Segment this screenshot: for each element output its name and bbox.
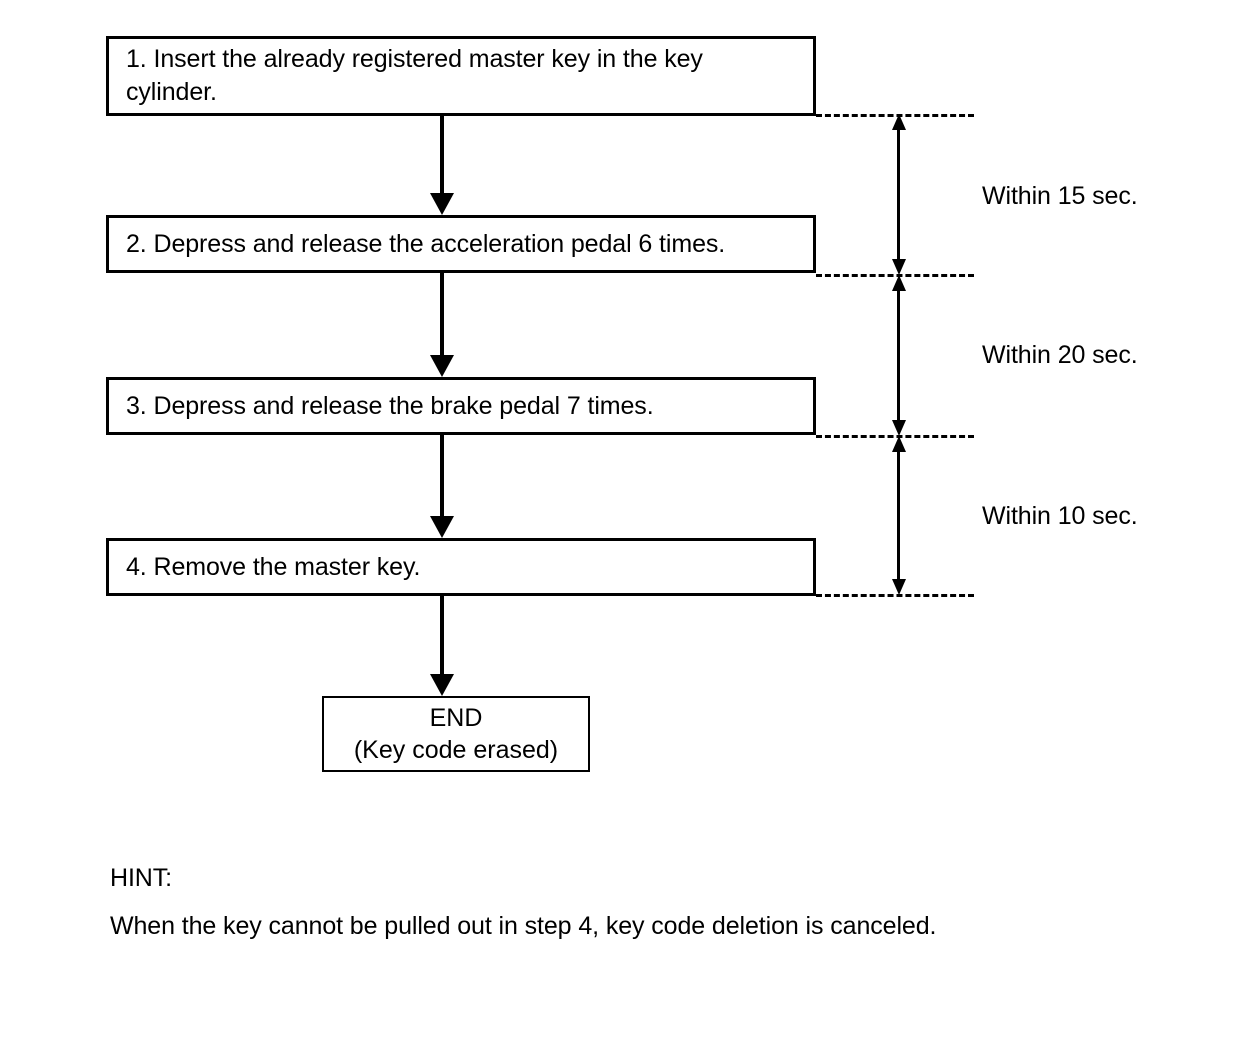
hint-title: HINT: bbox=[110, 864, 173, 892]
arrow-shaft bbox=[440, 435, 444, 517]
timing-label-1: Within 15 sec. bbox=[982, 182, 1138, 210]
arrow-shaft bbox=[440, 273, 444, 356]
dashed-leader-line-bottom bbox=[816, 594, 974, 597]
end-sublabel: (Key code erased) bbox=[353, 736, 559, 764]
flow-step-text-2: 2. Depress and release the acceleration … bbox=[126, 229, 726, 258]
timing-span-arrow-1 bbox=[892, 114, 906, 275]
arrowhead-down-icon bbox=[892, 579, 906, 595]
timing-label-2: Within 20 sec. bbox=[982, 341, 1138, 369]
flow-connector-arrow-2-to-3 bbox=[430, 273, 454, 377]
arrow-shaft bbox=[440, 596, 444, 675]
arrowhead-up-icon bbox=[892, 436, 906, 452]
timing-span-arrow-3 bbox=[892, 436, 906, 595]
arrowhead-down-icon bbox=[430, 516, 454, 538]
timing-label-3: Within 10 sec. bbox=[982, 502, 1138, 530]
flow-connector-arrow-3-to-4 bbox=[430, 435, 454, 538]
flow-terminator-box-end: END (Key code erased) bbox=[322, 696, 590, 772]
flow-step-text-3: 3. Depress and release the brake pedal 7… bbox=[126, 391, 654, 420]
flow-step-box-3: 3. Depress and release the brake pedal 7… bbox=[106, 377, 816, 435]
flow-connector-arrow-4-to-end bbox=[430, 596, 454, 696]
arrowhead-down-icon bbox=[892, 420, 906, 436]
arrowhead-down-icon bbox=[892, 259, 906, 275]
arrow-shaft bbox=[440, 116, 444, 194]
flow-connector-arrow-1-to-2 bbox=[430, 116, 454, 215]
hint-body: When the key cannot be pulled out in ste… bbox=[110, 912, 937, 940]
flow-step-text-1: 1. Insert the already registered master … bbox=[126, 45, 703, 106]
arrow-shaft bbox=[897, 289, 900, 422]
flow-step-box-2: 2. Depress and release the acceleration … bbox=[106, 215, 816, 273]
timing-span-arrow-2 bbox=[892, 275, 906, 436]
flow-step-text-4: 4. Remove the master key. bbox=[126, 552, 421, 581]
flow-step-box-4: 4. Remove the master key. bbox=[106, 538, 816, 596]
arrowhead-down-icon bbox=[430, 193, 454, 215]
arrowhead-up-icon bbox=[892, 114, 906, 130]
flow-step-box-1: 1. Insert the already registered master … bbox=[106, 36, 816, 116]
arrow-shaft bbox=[897, 128, 900, 261]
arrowhead-up-icon bbox=[892, 275, 906, 291]
arrowhead-down-icon bbox=[430, 674, 454, 696]
arrowhead-down-icon bbox=[430, 355, 454, 377]
end-label: END bbox=[429, 704, 483, 732]
arrow-shaft bbox=[897, 450, 900, 581]
